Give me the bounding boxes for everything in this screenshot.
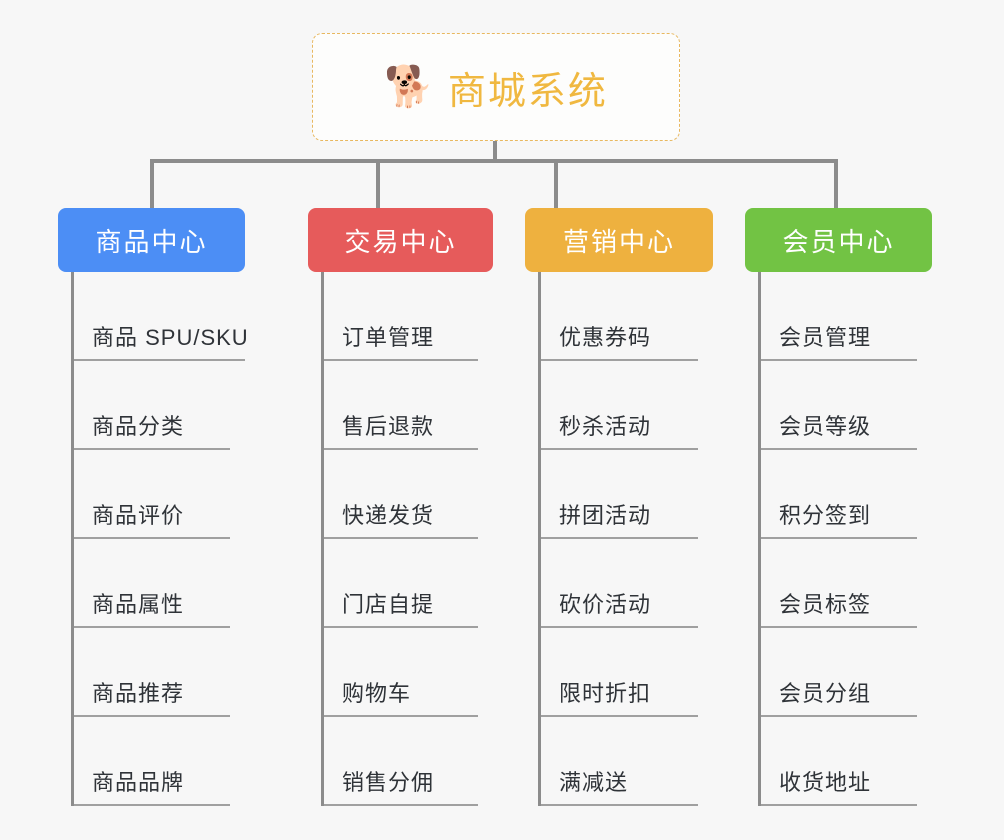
list-item[interactable]: 限时折扣 <box>541 628 713 717</box>
category-column-0: 商品中心 商品 SPU/SKU 商品分类 商品评价 商品属性 商品推荐 商品品牌 <box>58 208 248 806</box>
list-item-label: 砍价活动 <box>541 587 698 628</box>
list-item[interactable]: 积分签到 <box>761 450 932 539</box>
list-item[interactable]: 商品品牌 <box>74 717 245 806</box>
list-item[interactable]: 购物车 <box>324 628 493 717</box>
list-item-label: 会员等级 <box>761 409 917 450</box>
root-node-label: 商城系统 <box>447 70 608 113</box>
shiba-dog-face-icon: 🐕 <box>384 65 434 109</box>
list-item-label: 售后退款 <box>324 409 478 450</box>
connector-drop-3 <box>834 159 838 209</box>
list-item-label: 满减送 <box>541 765 698 806</box>
list-item-label: 收货地址 <box>761 765 917 806</box>
list-item[interactable]: 订单管理 <box>324 272 493 361</box>
list-item[interactable]: 商品分类 <box>74 361 245 450</box>
category-children-3: 会员管理 会员等级 积分签到 会员标签 会员分组 收货地址 <box>758 272 932 806</box>
list-item-label: 销售分佣 <box>324 765 478 806</box>
list-item-label: 快递发货 <box>324 498 478 539</box>
list-item-label: 拼团活动 <box>541 498 698 539</box>
list-item-label: 商品属性 <box>74 587 230 628</box>
list-item[interactable]: 会员分组 <box>761 628 932 717</box>
list-item-label: 商品推荐 <box>74 676 230 717</box>
list-item[interactable]: 售后退款 <box>324 361 493 450</box>
category-children-0: 商品 SPU/SKU 商品分类 商品评价 商品属性 商品推荐 商品品牌 <box>71 272 248 806</box>
list-item[interactable]: 秒杀活动 <box>541 361 713 450</box>
category-header-1[interactable]: 交易中心 <box>308 208 493 272</box>
list-item-label: 购物车 <box>324 676 478 717</box>
list-item[interactable]: 门店自提 <box>324 539 493 628</box>
list-item-label: 订单管理 <box>324 320 478 361</box>
list-item-label: 门店自提 <box>324 587 478 628</box>
list-item[interactable]: 收货地址 <box>761 717 932 806</box>
list-item-label: 会员标签 <box>761 587 917 628</box>
category-children-1: 订单管理 售后退款 快递发货 门店自提 购物车 销售分佣 <box>321 272 493 806</box>
list-item[interactable]: 商品 SPU/SKU <box>74 272 248 361</box>
list-item-label: 会员管理 <box>761 320 917 361</box>
category-header-2[interactable]: 营销中心 <box>525 208 713 272</box>
list-item[interactable]: 会员标签 <box>761 539 932 628</box>
list-item[interactable]: 会员管理 <box>761 272 932 361</box>
list-item-label: 会员分组 <box>761 676 917 717</box>
root-node[interactable]: 🐕 商城系统 <box>312 33 680 141</box>
connector-horizontal-bus <box>150 159 838 163</box>
category-column-2: 营销中心 优惠券码 秒杀活动 拼团活动 砍价活动 限时折扣 满减送 <box>525 208 713 806</box>
list-item-label: 优惠券码 <box>541 320 698 361</box>
list-item[interactable]: 商品推荐 <box>74 628 245 717</box>
category-column-1: 交易中心 订单管理 售后退款 快递发货 门店自提 购物车 销售分佣 <box>308 208 493 806</box>
connector-drop-0 <box>150 159 154 209</box>
list-item-label: 商品品牌 <box>74 765 230 806</box>
connector-root-stem <box>493 141 497 163</box>
category-header-0[interactable]: 商品中心 <box>58 208 245 272</box>
list-item[interactable]: 会员等级 <box>761 361 932 450</box>
list-item[interactable]: 优惠券码 <box>541 272 713 361</box>
list-item[interactable]: 销售分佣 <box>324 717 493 806</box>
category-header-3[interactable]: 会员中心 <box>745 208 932 272</box>
list-item[interactable]: 拼团活动 <box>541 450 713 539</box>
list-item-label: 积分签到 <box>761 498 917 539</box>
connector-drop-2 <box>554 159 558 209</box>
list-item[interactable]: 满减送 <box>541 717 713 806</box>
list-item-label: 商品分类 <box>74 409 230 450</box>
list-item[interactable]: 商品评价 <box>74 450 245 539</box>
list-item-label: 秒杀活动 <box>541 409 698 450</box>
category-column-3: 会员中心 会员管理 会员等级 积分签到 会员标签 会员分组 收货地址 <box>745 208 932 806</box>
list-item-label: 商品 SPU/SKU <box>74 320 248 361</box>
list-item[interactable]: 砍价活动 <box>541 539 713 628</box>
category-children-2: 优惠券码 秒杀活动 拼团活动 砍价活动 限时折扣 满减送 <box>538 272 713 806</box>
list-item[interactable]: 商品属性 <box>74 539 245 628</box>
connector-drop-1 <box>376 159 380 209</box>
list-item[interactable]: 快递发货 <box>324 450 493 539</box>
list-item-label: 限时折扣 <box>541 676 698 717</box>
list-item-label: 商品评价 <box>74 498 230 539</box>
